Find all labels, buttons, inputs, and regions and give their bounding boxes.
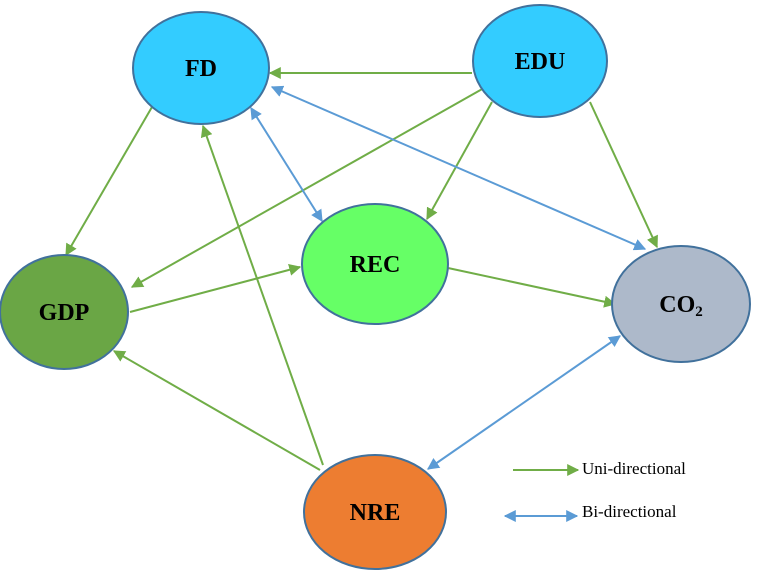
node-co2: CO2 [611,245,751,363]
legend: Uni-directional Bi-directional [503,459,686,522]
edge-fd-rec [250,106,323,223]
node-nre: NRE [303,454,447,570]
node-co2-shape [611,245,751,363]
node-nre-label: NRE [350,500,401,526]
node-edu: EDU [472,4,608,118]
node-fd-shape [132,11,270,125]
node-edu-label: EDU [515,49,566,75]
node-fd: FD [132,11,270,125]
node-nre-shape [303,454,447,570]
node-fd-label: FD [185,56,217,82]
edge-gdp-rec [129,263,302,313]
edge-edu-co2 [589,101,658,249]
edge-fd-gdp [65,106,153,257]
node-gdp: GDP [0,254,129,370]
edge-nre-gdp [112,350,321,471]
node-gdp-shape [0,254,129,370]
node-rec-label: REC [350,252,401,278]
edge-rec-co2 [447,267,617,308]
edge-fd-co2 [270,85,647,251]
node-edu-shape [472,4,608,118]
edge-nre-fd [200,124,324,466]
legend-bi-label: Bi-directional [582,502,677,521]
legend-uni-label: Uni-directional [582,459,686,478]
node-gdp-label: GDP [39,300,90,326]
node-rec-shape [301,203,449,325]
node-rec: REC [301,203,449,325]
edge-edu-rec [426,101,493,221]
edges-layer [65,67,658,471]
edge-nre-co2 [427,335,621,470]
